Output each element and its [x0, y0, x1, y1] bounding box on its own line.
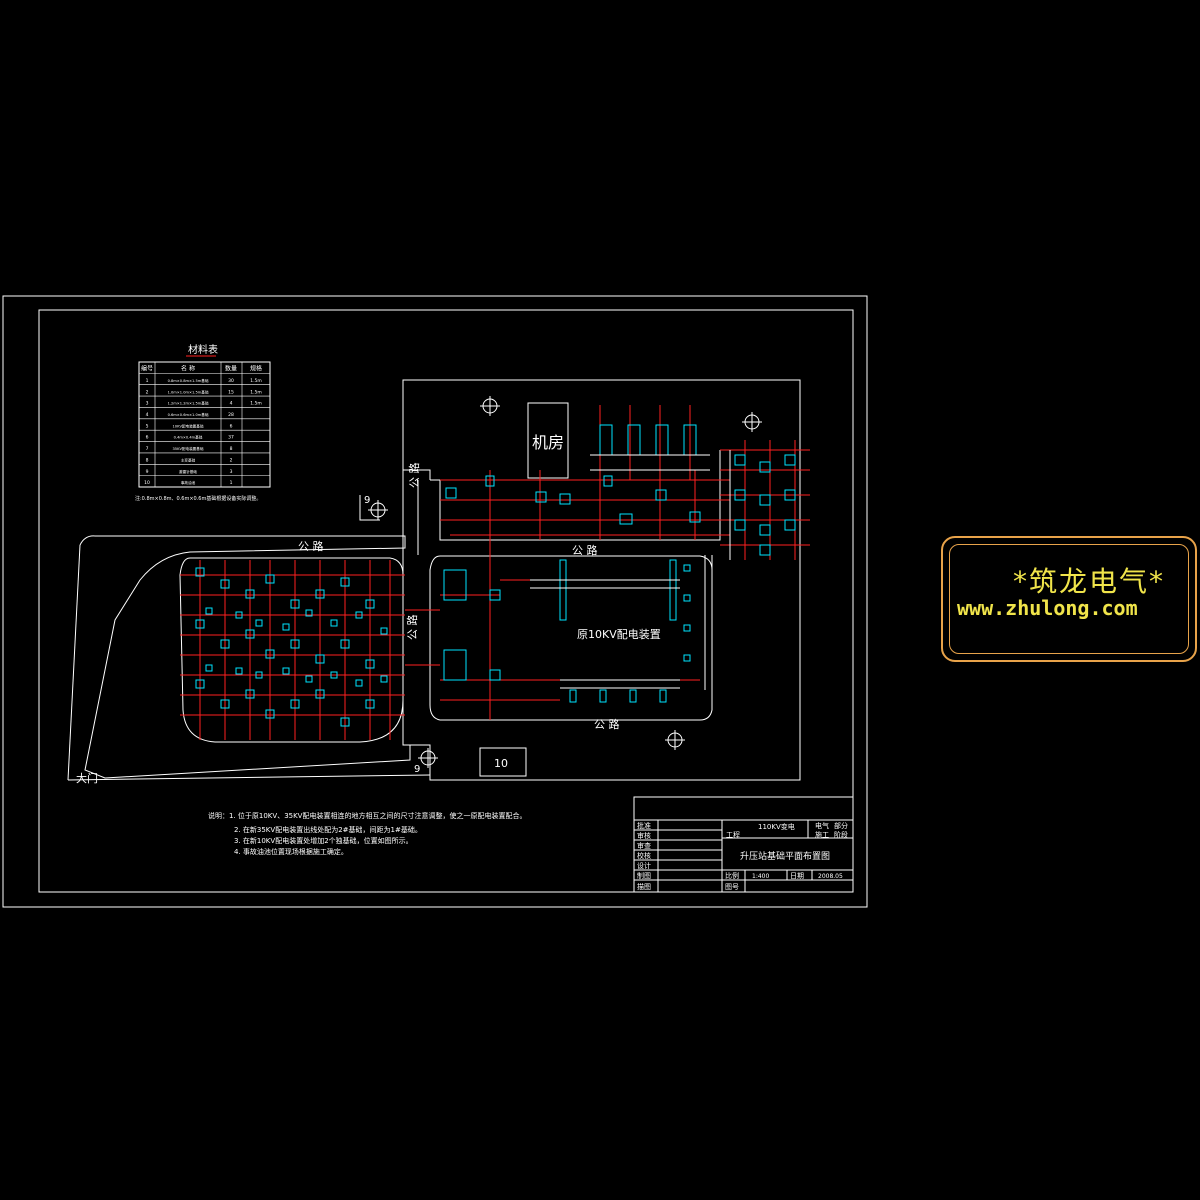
material-table-cell: 0.4m×0.4m基础 [174, 435, 203, 440]
tb-label-4: 设计 [637, 861, 651, 870]
material-table-header: 编号 [141, 365, 153, 373]
tb-stage: 施工 [815, 830, 829, 839]
material-table-cell: 9 [146, 469, 149, 475]
material-table-cell: 避雷针基础 [179, 469, 197, 474]
bus-lines [530, 450, 731, 690]
upper-right-grid [440, 405, 810, 720]
material-table-cell: 37 [228, 435, 234, 441]
road-label-vertical-top: 公 路 [408, 463, 421, 489]
material-table-cell: 0.6m×0.6m×1.0m基础 [168, 412, 209, 417]
note-4: 4. 事故油池位置现场根据施工确定。 [234, 847, 348, 856]
site-boundary [67, 379, 801, 781]
note-2: 2. 在新35KV配电装置出线处配为2#基础，间距为1#基础。 [234, 825, 422, 834]
pin-label-9b: 9 [414, 764, 420, 775]
old-10kv-label: 原10KV配电装置 [577, 628, 661, 641]
road-label-vertical-mid: 公 路 [406, 615, 419, 641]
tb-label-1: 审核 [637, 831, 651, 840]
tb-date-label: 日期 [790, 872, 804, 880]
material-table-cell: 2 [146, 389, 149, 395]
material-table-cell: 6 [230, 423, 233, 429]
watermark-badge: *筑龙电气* www.zhulong.com [941, 536, 1197, 662]
tb-scale: 1:400 [752, 873, 769, 880]
oil-pool-number: 10 [494, 757, 508, 770]
road-label-top-right: 公 路 [572, 544, 598, 557]
material-table: 材料表 编号 名 称 数量 规格 1 0.8m×0.8m×1.5m基础 30 1.5m 2 1.0… [135, 343, 271, 502]
tb-drawing-title: 升压站基础平面布置图 [740, 850, 830, 862]
equipment-foundations [195, 424, 796, 727]
note-3: 3. 在新10KV配电装置处增加2个独基础，位置如图所示。 [234, 836, 413, 845]
tb-project: 110KV变电 [758, 822, 795, 831]
tb-label-2: 审查 [637, 841, 651, 850]
tb-date: 2008.05 [818, 873, 843, 880]
title-block [633, 796, 854, 893]
material-table-cell: 10 [144, 480, 150, 486]
tb-project-suffix: 工程 [726, 830, 740, 839]
tb-label-6: 描图 [637, 882, 651, 891]
material-table-cell: 1.5m [250, 389, 262, 395]
notes: 说明：1. 位于原10KV、35KV配电装置相连的地方相互之间的尺寸注意调整，使… [208, 811, 526, 856]
tb-number-label: 图号 [725, 883, 739, 891]
oil-pool [479, 747, 527, 777]
lightning-rods [368, 396, 762, 768]
material-table-cell: 5 [146, 423, 149, 429]
watermark-title: *筑龙电气* [1013, 565, 1166, 598]
material-table-cell: 1.2m×1.2m×1.5m基础 [168, 401, 209, 406]
material-table-cell: 8 [146, 457, 149, 463]
material-table-cell: 30 [228, 378, 234, 384]
material-table-cell: 1.0m×1.0m×1.5m基础 [168, 389, 209, 394]
material-table-cell: 28 [228, 412, 234, 418]
outer-frame [2, 295, 868, 908]
material-table-cell: 8 [230, 446, 233, 452]
tb-stage-suffix: 阶段 [834, 830, 848, 839]
material-table-cell: 15 [228, 389, 234, 395]
tb-label-3: 校核 [637, 851, 651, 860]
main-gate-label: 大门 [76, 771, 98, 785]
tb-discipline: 电气 [815, 821, 829, 830]
material-table-title: 材料表 [188, 343, 218, 356]
material-table-cell: 1.5m [250, 401, 262, 407]
material-table-cell: 1 [230, 480, 233, 486]
road-label-top-left: 公 路 [298, 540, 324, 553]
material-table-cell: 35KV配电装置基础 [173, 446, 204, 451]
left-yard-grid [180, 560, 440, 740]
material-table-cell: 0.8m×0.8m×1.5m基础 [168, 378, 209, 383]
machine-room [527, 402, 569, 479]
material-table-cell: 事故油池 [181, 480, 196, 485]
tb-label-0: 批准 [637, 821, 651, 830]
material-table-header: 数量 [225, 365, 237, 373]
material-table-cell: 7 [146, 446, 149, 452]
tb-discipline-suffix: 部分 [834, 821, 848, 830]
material-table-cell: 3 [230, 469, 233, 475]
material-table-cell: 主变基础 [181, 457, 196, 462]
material-table-cell: 4 [230, 401, 233, 407]
material-table-cell: 6 [146, 435, 149, 441]
note-1: 说明：1. 位于原10KV、35KV配电装置相连的地方相互之间的尺寸注意调整，使… [208, 811, 526, 820]
title-block-text: 批准 审核 审查 校核 设计 制图 描图 110KV变电 工程 电气 部分 施工… [637, 821, 848, 891]
material-table-cell: 4 [146, 412, 149, 418]
machine-room-label: 机房 [532, 433, 564, 452]
material-table-header: 规格 [250, 365, 262, 373]
material-table-header: 名 称 [181, 365, 195, 373]
watermark-inner-border [949, 544, 1189, 654]
material-table-footnote: 注:0.8m×0.8m、0.6m×0.6m基础根据设备实际调整。 [135, 495, 261, 502]
tb-scale-label: 比例 [725, 871, 739, 880]
material-table-cell: 10KV配电装置基础 [173, 423, 204, 428]
tb-label-5: 制图 [637, 871, 651, 880]
material-table-cell: 3 [146, 401, 149, 407]
watermark-url: www.zhulong.com [957, 596, 1138, 620]
material-table-cell: 2 [230, 457, 233, 463]
pin-label-9a: 9 [364, 495, 370, 506]
road-label-bottom: 公 路 [594, 718, 620, 731]
material-table-cell: 1.5m [250, 378, 262, 384]
inner-frame [38, 309, 854, 893]
material-table-cell: 1 [146, 378, 149, 384]
